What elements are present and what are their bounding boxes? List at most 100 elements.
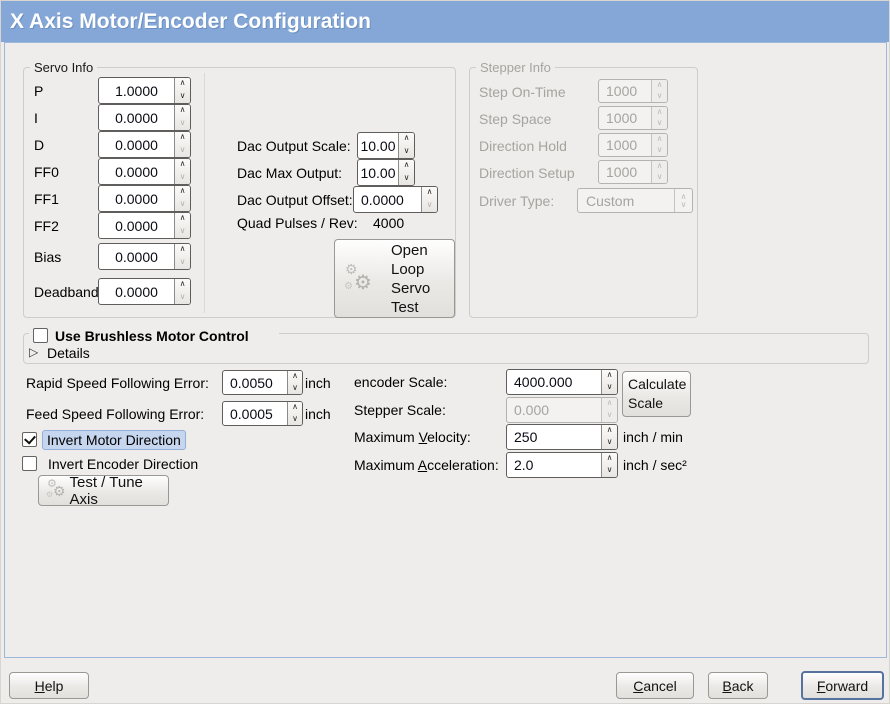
use-brushless-checkbox[interactable]	[33, 328, 48, 343]
feed-following-error-spinbox[interactable]: 0.0005 ∧∨	[222, 401, 303, 426]
deadband-value[interactable]: 0.0000	[115, 283, 158, 300]
spin-up-icon[interactable]: ∧	[179, 279, 186, 288]
spin-down-icon[interactable]: ∨	[179, 117, 186, 127]
i-spinbox[interactable]: 0.0000 ∧∨	[98, 104, 191, 131]
spin-up-icon[interactable]: ∧	[179, 78, 186, 87]
dac-output-scale-value[interactable]: 10.00	[360, 137, 396, 154]
spin-up-icon[interactable]: ∧	[179, 244, 186, 253]
invert-motor-label[interactable]: Invert Motor Direction	[42, 430, 186, 450]
dac-scale-spin-buttons[interactable]: ∧∨	[398, 133, 414, 158]
spin-down-icon[interactable]: ∨	[292, 382, 298, 392]
ff2-spinbox[interactable]: 0.0000 ∧∨	[98, 212, 191, 239]
p-spinbox[interactable]: 1.0000 ∧∨	[98, 77, 191, 104]
maximum-velocity-spinbox[interactable]: 250 ∧∨	[506, 424, 618, 450]
spin-down-icon[interactable]: ∨	[606, 437, 613, 446]
spin-up-icon[interactable]: ∧	[179, 105, 186, 114]
dac-max-output-spinbox[interactable]: 10.00 ∧∨	[357, 159, 415, 186]
spin-up-icon[interactable]: ∧	[292, 371, 298, 380]
d-spinbox[interactable]: 0.0000 ∧∨	[98, 131, 191, 158]
bias-spin-buttons[interactable]: ∧∨	[174, 244, 190, 269]
spin-up-icon[interactable]: ∧	[426, 187, 433, 196]
spin-down-icon[interactable]: ∨	[179, 291, 186, 301]
maximum-acceleration-spinbox[interactable]: 2.0 ∧∨	[506, 452, 618, 478]
encoder-scale-spinbox[interactable]: 4000.000 ∧∨	[506, 369, 618, 395]
dac-output-offset-spinbox[interactable]: 0.0000 ∧∨	[353, 186, 438, 213]
ff0-spinbox[interactable]: 0.0000 ∧∨	[98, 158, 191, 185]
p-value[interactable]: 1.0000	[115, 82, 158, 99]
encoder-scale-spin-buttons[interactable]: ∧∨	[601, 370, 617, 394]
rapid-spin-buttons[interactable]: ∧∨	[287, 371, 302, 394]
spin-down-icon[interactable]: ∨	[179, 90, 186, 100]
invert-encoder-checkbox[interactable]	[22, 456, 37, 471]
i-value[interactable]: 0.0000	[115, 109, 158, 126]
feed-following-error-value[interactable]: 0.0005	[230, 405, 273, 422]
step-on-time-spinbox: 1000 ∧∨	[598, 79, 668, 103]
acceleration-spin-buttons[interactable]: ∧∨	[601, 453, 617, 477]
spin-up-icon[interactable]: ∧	[179, 186, 186, 195]
spin-down-icon[interactable]: ∨	[179, 198, 186, 208]
spin-down-icon[interactable]: ∨	[179, 144, 186, 154]
rapid-following-error-spinbox[interactable]: 0.0050 ∧∨	[222, 370, 303, 395]
velocity-spin-buttons[interactable]: ∧∨	[601, 425, 617, 449]
spin-down-icon[interactable]: ∨	[292, 413, 298, 423]
spin-up-icon[interactable]: ∧	[292, 402, 298, 411]
bias-spinbox[interactable]: 0.0000 ∧∨	[98, 243, 191, 270]
bias-value[interactable]: 0.0000	[115, 248, 158, 265]
d-value[interactable]: 0.0000	[115, 136, 158, 153]
test-tune-axis-button[interactable]: ⚙ ⚙ ⚙ Test / Tune Axis	[38, 473, 169, 508]
maximum-acceleration-label: Maximum Acceleration:	[354, 457, 499, 473]
feed-spin-buttons[interactable]: ∧∨	[287, 402, 302, 425]
open-loop-servo-test-button[interactable]: ⚙ ⚙ ⚙ Open Loop Servo Test	[334, 239, 455, 318]
dac-max-output-value[interactable]: 10.00	[360, 164, 396, 181]
spin-up-icon[interactable]: ∧	[403, 160, 410, 169]
spin-up-icon[interactable]: ∧	[179, 159, 186, 168]
invert-encoder-label[interactable]: Invert Encoder Direction	[48, 456, 199, 472]
encoder-scale-value[interactable]: 4000.000	[514, 374, 573, 390]
dac-output-offset-value[interactable]: 0.0000	[361, 191, 404, 208]
details-expander-icon[interactable]: ▷	[29, 345, 39, 359]
test-tune-axis-label: Test / Tune Axis	[69, 473, 143, 508]
spin-down-icon[interactable]: ∨	[403, 172, 410, 182]
ff2-spin-buttons[interactable]: ∧∨	[174, 213, 190, 238]
spin-down-icon[interactable]: ∨	[606, 465, 613, 474]
rapid-following-error-value[interactable]: 0.0050	[230, 374, 273, 391]
spin-up-icon[interactable]: ∧	[606, 425, 613, 434]
deadband-spin-buttons[interactable]: ∧∨	[174, 279, 190, 304]
ff1-value[interactable]: 0.0000	[115, 190, 158, 207]
spin-down-icon[interactable]: ∨	[426, 199, 433, 209]
ff0-spin-buttons[interactable]: ∧∨	[174, 159, 190, 184]
spin-down-icon[interactable]: ∨	[179, 225, 186, 235]
spin-up-icon[interactable]: ∧	[179, 132, 186, 141]
deadband-label: Deadband	[34, 284, 99, 300]
deadband-spinbox[interactable]: 0.0000 ∧∨	[98, 278, 191, 305]
maximum-acceleration-value[interactable]: 2.0	[514, 457, 534, 473]
ff2-value[interactable]: 0.0000	[115, 217, 158, 234]
ff0-value[interactable]: 0.0000	[115, 163, 158, 180]
p-spin-buttons[interactable]: ∧∨	[174, 78, 190, 103]
spin-down-icon[interactable]: ∨	[606, 382, 613, 391]
ff1-spinbox[interactable]: 0.0000 ∧∨	[98, 185, 191, 212]
direction-setup-spinbox: 1000 ∧∨	[598, 160, 668, 184]
spin-down-icon[interactable]: ∨	[179, 171, 186, 181]
spin-down-icon[interactable]: ∨	[403, 145, 410, 155]
spin-down-icon[interactable]: ∨	[179, 256, 186, 266]
spin-up-icon[interactable]: ∧	[606, 370, 613, 379]
details-expander-label[interactable]: Details	[47, 345, 90, 361]
spin-up-icon[interactable]: ∧	[179, 213, 186, 222]
dac-offset-spin-buttons[interactable]: ∧∨	[421, 187, 437, 212]
ff1-spin-buttons[interactable]: ∧∨	[174, 186, 190, 211]
i-spin-buttons[interactable]: ∧∨	[174, 105, 190, 130]
maximum-velocity-value[interactable]: 250	[514, 429, 538, 445]
dac-output-scale-spinbox[interactable]: 10.00 ∧∨	[357, 132, 415, 159]
d-spin-buttons[interactable]: ∧∨	[174, 132, 190, 157]
spin-up-icon[interactable]: ∧	[606, 453, 613, 462]
feed-following-error-unit: inch	[305, 406, 331, 422]
invert-motor-checkbox[interactable]	[22, 432, 37, 447]
calculate-scale-button[interactable]: Calculate Scale	[622, 371, 691, 417]
spin-up-icon[interactable]: ∧	[403, 133, 410, 142]
dac-max-spin-buttons[interactable]: ∧∨	[398, 160, 414, 185]
